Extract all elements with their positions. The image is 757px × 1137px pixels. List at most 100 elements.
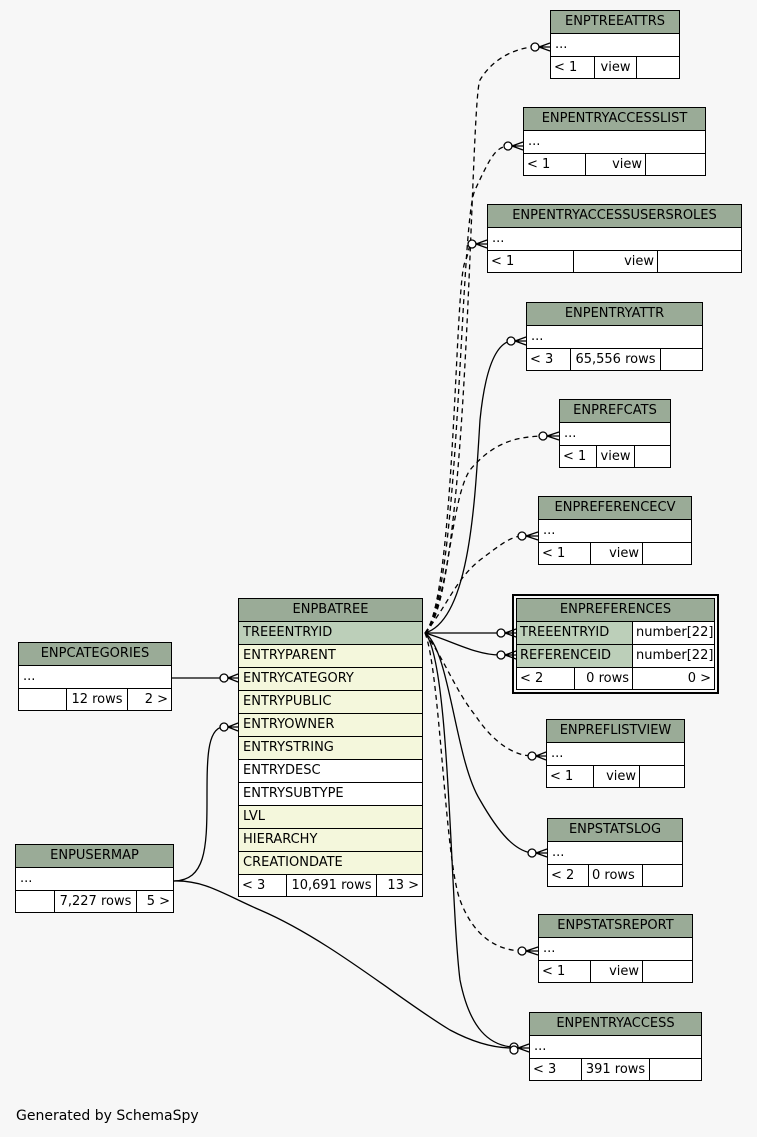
column-entryowner: ENTRYOWNER xyxy=(239,714,422,737)
table-title[interactable]: ENPENTRYACCESSLIST xyxy=(524,108,705,131)
children-count[interactable] xyxy=(643,961,692,982)
parents-count[interactable]: < 1 xyxy=(560,446,597,467)
column-lvl: LVL xyxy=(239,806,422,829)
children-count[interactable] xyxy=(658,251,741,272)
parents-count[interactable]: < 1 xyxy=(551,57,595,78)
children-count[interactable] xyxy=(640,766,684,787)
parents-count[interactable]: < 2 xyxy=(548,865,589,886)
children-count[interactable]: 13 > xyxy=(387,878,419,893)
crowfoot-enpcategories xyxy=(227,673,239,683)
generated-by-label: Generated by SchemaSpy xyxy=(16,1108,199,1124)
parents-count[interactable]: < 1 xyxy=(547,766,594,787)
table-enpentryattr[interactable]: ENPENTRYATTR ... < 3 65,556 rows xyxy=(526,302,703,371)
row-count: view xyxy=(597,446,635,467)
table-title[interactable]: ENPSTATSREPORT xyxy=(539,915,692,938)
parents-count[interactable]: < 3 xyxy=(530,1059,582,1080)
parents-count[interactable]: < 1 xyxy=(539,961,591,982)
parents-count[interactable]: < 1 xyxy=(539,543,591,564)
edge-enpstatsreport xyxy=(424,632,522,952)
crowfoot-enpentryattr xyxy=(514,336,527,346)
parents-count[interactable]: < 3 xyxy=(239,875,287,896)
parents-count[interactable]: < 3 xyxy=(527,349,571,370)
row-count: 0 rows xyxy=(575,668,633,689)
children-count[interactable] xyxy=(650,1059,701,1080)
table-footer: < 1 view xyxy=(560,446,670,467)
crowfoot-enpentryaccesslist xyxy=(511,141,524,151)
column-name: TREEENTRYID xyxy=(517,622,633,644)
table-title[interactable]: ENPREFLISTVIEW xyxy=(547,720,684,743)
children-count[interactable] xyxy=(635,446,670,467)
column-row: ... xyxy=(560,423,670,446)
children-count[interactable] xyxy=(661,349,702,370)
marker-enpstatsreport xyxy=(517,946,527,956)
crowfoot-enpusermap-owner xyxy=(227,722,239,732)
table-footer: 12 rows 2 > xyxy=(19,689,171,710)
table-footer: < 1 view xyxy=(539,961,692,982)
table-title[interactable]: ENPCATEGORIES xyxy=(19,643,171,666)
crowfoot-enpreferences-1 xyxy=(504,628,517,638)
table-enptreeattrs[interactable]: ENPTREEATTRS ... < 1 view xyxy=(550,10,680,79)
table-title[interactable]: ENPENTRYACCESSUSERSROLES xyxy=(488,205,741,228)
table-title[interactable]: ENPREFERENCES xyxy=(517,599,714,622)
table-title[interactable]: ENPREFERENCECV xyxy=(539,497,691,520)
table-enpstatslog[interactable]: ENPSTATSLOG ... < 2 0 rows xyxy=(547,818,683,887)
children-count[interactable]: 5 > xyxy=(146,894,170,909)
table-enpcategories[interactable]: ENPCATEGORIES ... 12 rows 2 > xyxy=(18,642,172,711)
table-enpusermap[interactable]: ENPUSERMAP ... 7,227 rows 5 > xyxy=(15,844,174,913)
row-count: view xyxy=(591,543,643,564)
parents-count[interactable]: < 2 xyxy=(517,668,575,689)
column-entrycategory: ENTRYCATEGORY xyxy=(239,668,422,691)
children-count[interactable] xyxy=(637,57,679,78)
table-enpreferencecv[interactable]: ENPREFERENCECV ... < 1 view xyxy=(538,496,692,565)
parents-count[interactable]: < 1 xyxy=(524,154,586,175)
table-enprefcats[interactable]: ENPREFCATS ... < 1 view xyxy=(559,399,671,468)
marker-enpentryattr xyxy=(506,336,516,346)
table-title[interactable]: ENPTREEATTRS xyxy=(551,11,679,34)
table-enpentryaccessusersroles[interactable]: ENPENTRYACCESSUSERSROLES ... < 1 view xyxy=(487,204,742,273)
table-footer: < 3 391 rows xyxy=(530,1059,701,1080)
children-count[interactable] xyxy=(643,543,691,564)
table-enpentryaccess[interactable]: ENPENTRYACCESS ... < 3 391 rows xyxy=(529,1012,702,1081)
row-count: view xyxy=(586,154,646,175)
table-enpbatree[interactable]: ENPBATREE TREEENTRYID ENTRYPARENT ENTRYC… xyxy=(238,598,423,897)
table-enpreflistview[interactable]: ENPREFLISTVIEW ... < 1 view xyxy=(546,719,685,788)
row-count: 65,556 rows xyxy=(571,349,661,370)
crowfoot-enpreferencecv xyxy=(525,531,539,541)
parents-count[interactable] xyxy=(19,689,67,710)
marker-enpreferencecv xyxy=(517,531,527,541)
crowfoot-enprefcats xyxy=(546,431,560,441)
table-title[interactable]: ENPUSERMAP xyxy=(16,845,173,868)
edge-enpentryaccesslist xyxy=(424,145,508,634)
column-hierarchy: HIERARCHY xyxy=(239,829,422,852)
table-title[interactable]: ENPENTRYACCESS xyxy=(530,1013,701,1036)
edge-enpstatslog xyxy=(424,632,532,854)
column-row: ... xyxy=(488,228,741,251)
marker-enpreferences-2 xyxy=(496,650,506,660)
column-entryparent: ENTRYPARENT xyxy=(239,645,422,668)
table-enpstatsreport[interactable]: ENPSTATSREPORT ... < 1 view xyxy=(538,914,693,983)
table-enpreferences[interactable]: ENPREFERENCES TREEENTRYID number[22] REF… xyxy=(512,594,719,694)
column-row: ... xyxy=(16,868,173,891)
parents-count[interactable] xyxy=(16,891,55,912)
marker-enpusermap-owner xyxy=(219,722,229,732)
table-title[interactable]: ENPBATREE xyxy=(239,599,422,622)
children-count[interactable]: 0 > xyxy=(687,671,711,686)
table-footer: < 2 0 rows 0 > xyxy=(517,668,714,689)
table-footer: < 2 0 rows xyxy=(548,865,682,886)
table-enpentryaccesslist[interactable]: ENPENTRYACCESSLIST ... < 1 view xyxy=(523,107,706,176)
children-count[interactable]: 2 > xyxy=(144,692,168,707)
parents-count[interactable]: < 1 xyxy=(488,251,574,272)
marker-enpentryaccessusersroles xyxy=(467,239,477,249)
table-footer: 7,227 rows 5 > xyxy=(16,891,173,912)
crowfoot-enpentryaccessusersroles xyxy=(475,239,488,249)
table-title[interactable]: ENPREFCATS xyxy=(560,400,670,423)
table-footer: < 1 view xyxy=(524,154,705,175)
table-title[interactable]: ENPENTRYATTR xyxy=(527,303,702,326)
children-count[interactable] xyxy=(643,865,682,886)
children-count[interactable] xyxy=(646,154,705,175)
marker-enpentryaccess-2 xyxy=(509,1045,519,1055)
edge-enpentryattr xyxy=(424,340,511,634)
column-row: ... xyxy=(548,842,682,865)
edge-enpreferences-referenceid xyxy=(424,632,501,656)
table-title[interactable]: ENPSTATSLOG xyxy=(548,819,682,842)
